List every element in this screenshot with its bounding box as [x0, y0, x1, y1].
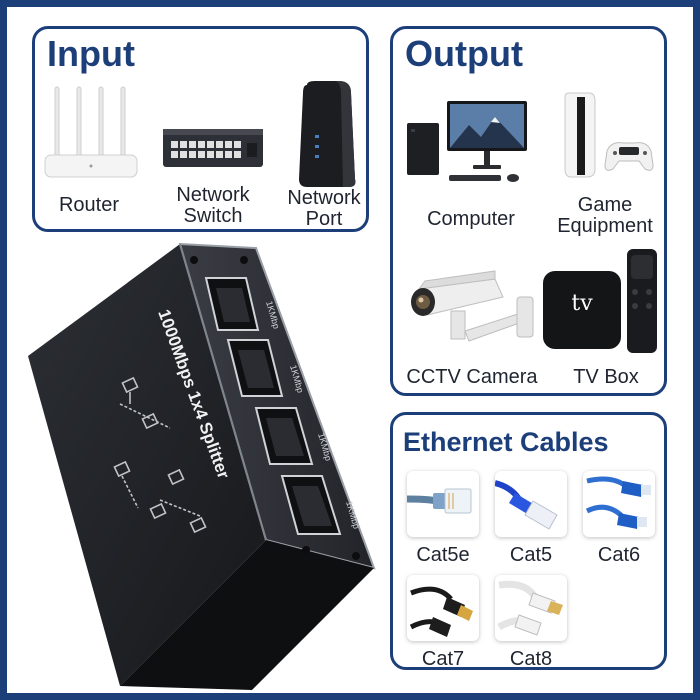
cable-tile-cat8	[495, 575, 567, 641]
cable-tile-cat5	[495, 471, 567, 537]
tv-remote	[627, 249, 657, 353]
topology-diagram	[113, 376, 207, 534]
output-item-game-equipment: Game Equipment	[557, 194, 653, 237]
cable-tile-cat7	[407, 575, 479, 641]
screw	[240, 256, 248, 264]
device-top-face	[28, 244, 266, 686]
remote-button	[646, 303, 652, 309]
tv-box-device	[543, 271, 621, 349]
input-panel: Input Router Network Switch Network Port	[32, 26, 369, 232]
splitter-device: 1KMbp 1KMbp 1KMbp 1KMbp 1000Mbps 1x4 Spl…	[28, 242, 376, 690]
output-item-computer: Computer	[427, 208, 515, 230]
cables-title: Ethernet Cables	[403, 427, 609, 457]
output-title: Output	[405, 33, 523, 74]
cat7-cable-image	[409, 586, 473, 637]
tv-box-image: tv	[543, 249, 659, 355]
remote-button	[632, 303, 638, 309]
cable-label-cat8: Cat8	[509, 648, 553, 670]
input-item-network-switch: Network Switch	[176, 184, 250, 227]
screw	[302, 546, 310, 554]
cat8-cable-image	[497, 580, 563, 636]
ethernet-cables-panel: Ethernet Cables Cat5e Cat5 Cat6	[390, 412, 667, 670]
rj45-port[interactable]	[280, 475, 342, 535]
screw	[190, 256, 198, 264]
cat6-cable-image	[585, 476, 651, 529]
cat5e-cable-image	[407, 488, 472, 514]
remote-button	[632, 289, 638, 295]
screw	[352, 552, 360, 560]
remote-touchpad	[631, 255, 653, 279]
remote-button	[646, 289, 652, 295]
computer-image	[407, 101, 527, 182]
rj45-port[interactable]	[226, 339, 284, 397]
cable-tile-cat6	[583, 471, 655, 537]
cable-label-cat6: Cat6	[597, 544, 641, 566]
output-panel: Output Computer Game Equipment CCTV Came…	[390, 26, 667, 396]
router-image	[44, 86, 138, 178]
game-equipment-image	[564, 92, 654, 178]
cable-tile-cat5e	[407, 471, 479, 537]
cable-label-cat5: Cat5	[509, 544, 553, 566]
input-title: Input	[47, 33, 135, 74]
input-item-network-port: Network Port	[287, 187, 361, 230]
tv-box-logo: tv	[571, 291, 593, 316]
cat5-cable-image	[495, 480, 558, 530]
rj45-port[interactable]	[204, 277, 260, 331]
cctv-camera-image	[411, 270, 534, 342]
output-item-tv-box: TV Box	[573, 366, 639, 388]
network-switch-image	[163, 129, 263, 167]
input-item-router: Router	[58, 194, 120, 216]
device-side-face	[120, 540, 374, 690]
network-port-image	[299, 81, 356, 187]
cable-label-cat7: Cat7	[421, 648, 465, 670]
output-item-cctv-camera: CCTV Camera	[406, 366, 538, 388]
cable-label-cat5e: Cat5e	[416, 544, 470, 566]
rj45-port[interactable]	[254, 407, 314, 465]
